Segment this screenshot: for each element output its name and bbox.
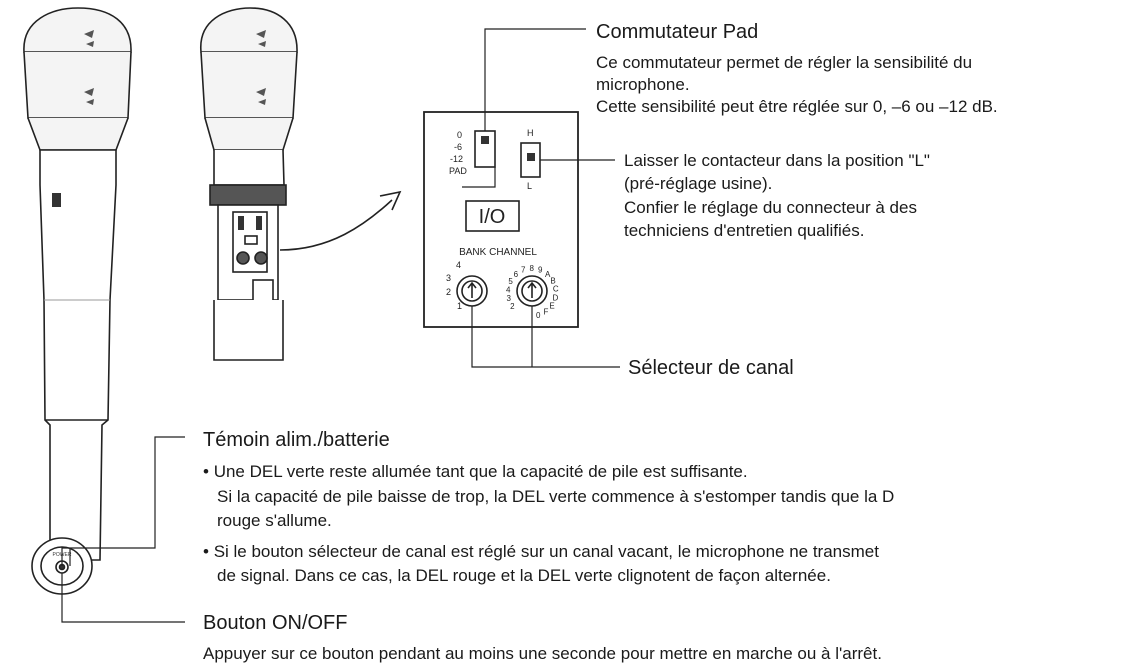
pad-desc-line-1: Ce commutateur permet de régler la sensi… bbox=[596, 53, 973, 72]
channel-dial-label: 5 bbox=[508, 277, 513, 286]
channel-dial-label: 6 bbox=[514, 270, 519, 279]
indicator-bullet-1: • Une DEL verte reste allumée tant que l… bbox=[203, 461, 748, 482]
pad-leader-line bbox=[484, 28, 586, 131]
channel-dial-label: 3 bbox=[506, 294, 511, 303]
indicator-bullet-2: • Si le bouton sélecteur de canal est ré… bbox=[203, 541, 879, 562]
pad-value-0: 0 bbox=[457, 130, 462, 140]
pad-desc-line-3: Cette sensibilité peut être réglée sur 0… bbox=[596, 97, 998, 116]
onoff-title: Bouton ON/OFF bbox=[203, 612, 348, 634]
hl-desc-line-4: techniciens d'entretien qualifiés. bbox=[624, 221, 865, 240]
hl-desc-line-2: (pré-réglage usine). bbox=[624, 174, 773, 193]
channel-dial-label: 0 bbox=[536, 311, 541, 320]
bank-num-1: 1 bbox=[457, 301, 462, 311]
microphone-front-view: POWER bbox=[23, 7, 132, 595]
pad-value-6: -6 bbox=[454, 142, 462, 152]
channel-dial-label: 2 bbox=[510, 302, 515, 311]
hl-desc-line-3: Confier le réglage du connecteur à des bbox=[624, 198, 917, 217]
channel-dial-label: A bbox=[545, 270, 551, 279]
channel-dial-label: F bbox=[544, 308, 549, 317]
channel-dial-label: 4 bbox=[506, 285, 511, 294]
channel-leader-line bbox=[471, 306, 620, 368]
channel-dial-label: B bbox=[550, 277, 555, 286]
indicator-title: Témoin alim./batterie bbox=[203, 429, 390, 451]
indicator-leader-line bbox=[61, 436, 185, 566]
onoff-desc: Appuyer sur ce bouton pendant au moins u… bbox=[203, 644, 882, 663]
h-label: H bbox=[527, 128, 534, 138]
channel-dial-label: D bbox=[553, 293, 559, 302]
l-label: L bbox=[527, 181, 532, 191]
bank-num-3: 3 bbox=[446, 273, 451, 283]
channel-dial-label: C bbox=[553, 285, 559, 294]
microphone-side-view bbox=[200, 7, 298, 361]
pad-label: PAD bbox=[449, 166, 467, 176]
bullet-marker: • bbox=[203, 462, 209, 481]
bank-channel-label: BANK CHANNEL bbox=[459, 247, 537, 258]
io-label: I/O bbox=[479, 206, 506, 228]
bank-num-2: 2 bbox=[446, 287, 451, 297]
channel-dial-label: E bbox=[549, 301, 554, 310]
pad-title: Commutateur Pad bbox=[596, 21, 759, 43]
indicator-bullet-1-line-3: rouge s'allume. bbox=[217, 511, 332, 530]
switch-panel bbox=[423, 111, 579, 328]
zoom-arrow bbox=[279, 199, 393, 251]
channel-selector-title: Sélecteur de canal bbox=[628, 357, 794, 379]
onoff-leader-line bbox=[61, 573, 185, 623]
channel-dial-label: 9 bbox=[538, 265, 543, 274]
indicator-bullet-2-line-1: Si le bouton sélecteur de canal est régl… bbox=[213, 542, 879, 561]
channel-dial-label: 8 bbox=[529, 264, 534, 273]
channel-dial-label: 7 bbox=[521, 266, 526, 275]
hl-desc-line-1: Laisser le contacteur dans la position "… bbox=[624, 151, 930, 170]
pad-value-12: -12 bbox=[450, 154, 463, 164]
indicator-bullet-2-line-2: de signal. Dans ce cas, la DEL rouge et … bbox=[217, 566, 831, 585]
indicator-bullet-1-line-1: Une DEL verte reste allumée tant que la … bbox=[213, 462, 748, 481]
bullet-marker: • bbox=[203, 542, 209, 561]
indicator-bullet-1-line-2: Si la capacité de pile baisse de trop, l… bbox=[217, 487, 895, 506]
pad-desc-line-2: microphone. bbox=[596, 75, 690, 94]
bank-num-4: 4 bbox=[456, 260, 461, 270]
